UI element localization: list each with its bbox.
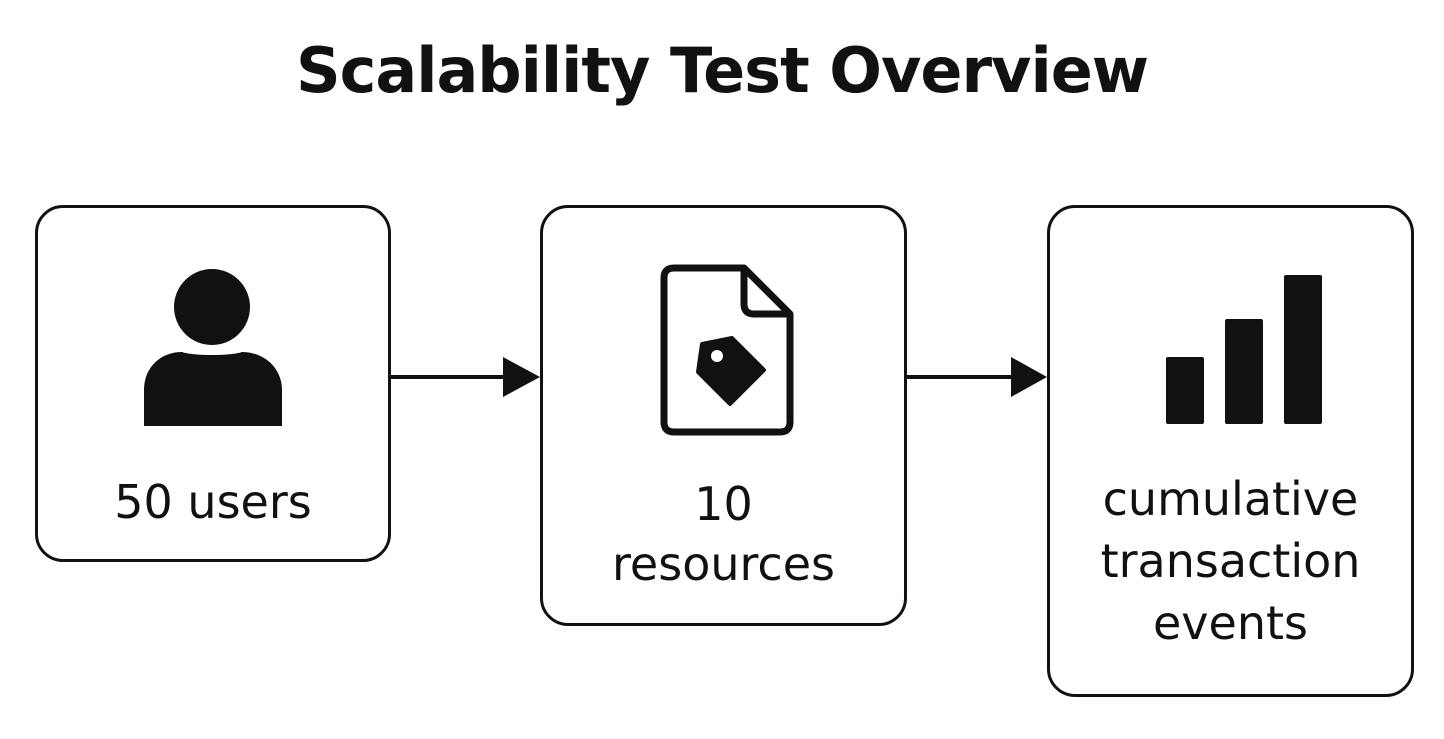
user-icon — [144, 269, 282, 426]
diagram-title: Scalability Test Overview — [295, 34, 1149, 107]
users-label-line: 50 users — [114, 475, 312, 529]
resources-label-line: 10 — [694, 477, 753, 531]
arrow-right-icon — [391, 357, 540, 397]
resources-label: 10 resources — [543, 474, 904, 594]
users-label: 50 users — [38, 472, 388, 532]
events-label-line: cumulative — [1102, 472, 1359, 526]
bar-chart-icon — [1166, 275, 1322, 424]
arrow-right-icon — [907, 357, 1047, 397]
events-box: cumulative transaction events — [1047, 205, 1414, 697]
users-box: 50 users — [35, 205, 391, 562]
resources-label-line: resources — [612, 537, 835, 591]
tagged-document-icon — [660, 264, 794, 436]
events-label-line: transaction — [1100, 534, 1361, 588]
resources-box: 10 resources — [540, 205, 907, 626]
events-label-line: events — [1153, 596, 1308, 650]
events-label: cumulative transaction events — [1050, 468, 1411, 654]
